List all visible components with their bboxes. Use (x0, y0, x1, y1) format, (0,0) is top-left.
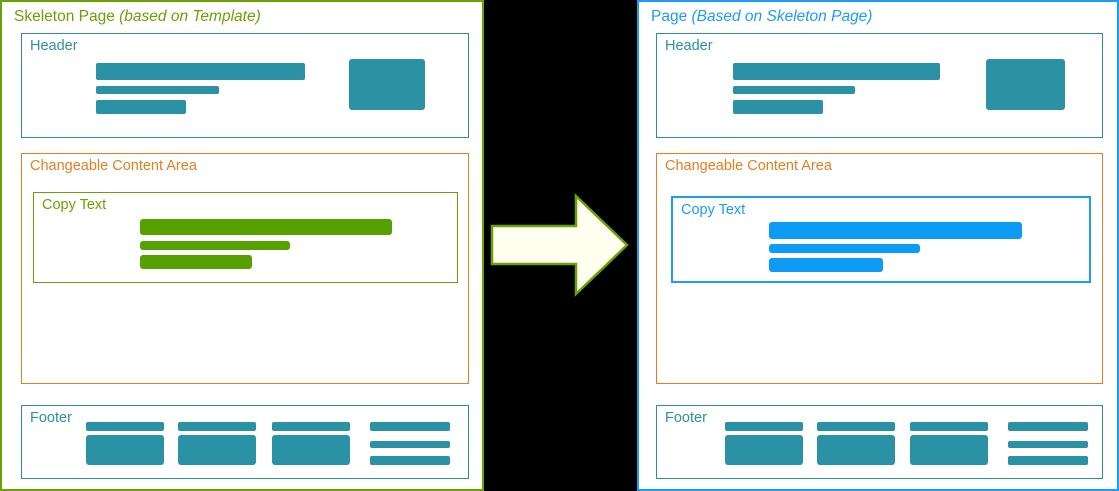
footer-col3-bar (272, 422, 350, 431)
page-header-bar-3 (733, 100, 823, 114)
page-content-area-box: Changeable Content Area Copy Text (656, 153, 1103, 384)
page-footer-col3-bar (910, 422, 988, 431)
skeleton-header-box: Header (21, 33, 469, 138)
page-header-box: Header (656, 33, 1103, 138)
footer-col4-line-3 (370, 456, 450, 465)
page-footer-col2-block (817, 435, 895, 465)
footer-col2-bar (178, 422, 256, 431)
copy-bar-2 (140, 241, 290, 250)
header-bar-1 (96, 63, 305, 80)
page-copy-text-box: Copy Text (671, 196, 1091, 283)
header-image-block (349, 59, 425, 110)
footer-col1-bar (86, 422, 164, 431)
footer-col3-block (272, 435, 350, 465)
right-arrow-icon (490, 193, 629, 297)
skeleton-content-area-box: Changeable Content Area Copy Text (21, 153, 469, 384)
copy-bar-3 (140, 255, 252, 269)
footer-col4-line-1 (370, 422, 450, 431)
skeleton-page-title-main: Skeleton Page (14, 8, 120, 25)
page-header-label: Header (665, 38, 713, 54)
page-footer-box: Footer (656, 405, 1103, 479)
page-footer-col4-line-2 (1008, 441, 1088, 448)
footer-col2-block (178, 435, 256, 465)
skeleton-copy-text-label: Copy Text (42, 197, 107, 213)
page-footer-col4-line-3 (1008, 456, 1088, 465)
page-title-main: Page (651, 8, 692, 25)
footer-col4-line-2 (370, 441, 450, 448)
page-footer-label: Footer (665, 410, 707, 426)
page-copy-bar-3 (769, 258, 883, 272)
copy-bar-1 (140, 219, 392, 235)
page-header-bar-2 (733, 86, 855, 94)
page-footer-col3-block (910, 435, 988, 465)
footer-col1-block (86, 435, 164, 465)
skeleton-content-area-label: Changeable Content Area (30, 158, 197, 174)
skeleton-page-title-italic: (based on Template) (119, 8, 261, 25)
page-footer-col1-bar (725, 422, 803, 431)
page-copy-bar-2 (769, 244, 920, 253)
page-panel: Page (Based on Skeleton Page) Header Cha… (637, 0, 1119, 491)
page-copy-text-label: Copy Text (681, 202, 746, 218)
page-header-image-block (986, 59, 1065, 110)
skeleton-footer-label: Footer (30, 410, 72, 426)
page-copy-bar-1 (769, 222, 1022, 239)
page-content-area-label: Changeable Content Area (665, 158, 832, 174)
page-footer-col2-bar (817, 422, 895, 431)
skeleton-header-label: Header (30, 38, 78, 54)
page-header-bar-1 (733, 63, 940, 80)
arrow-region (484, 0, 637, 491)
page-footer-col1-block (725, 435, 803, 465)
header-bar-3 (96, 100, 186, 114)
page-footer-col4-line-1 (1008, 422, 1088, 431)
page-title: Page (Based on Skeleton Page) (651, 8, 872, 26)
skeleton-footer-box: Footer (21, 405, 469, 479)
skeleton-copy-text-box: Copy Text (33, 192, 458, 283)
page-title-italic: (Based on Skeleton Page) (691, 8, 873, 25)
skeleton-page-panel: Skeleton Page (based on Template) Header… (0, 0, 484, 491)
skeleton-page-title: Skeleton Page (based on Template) (14, 8, 261, 26)
header-bar-2 (96, 86, 219, 94)
